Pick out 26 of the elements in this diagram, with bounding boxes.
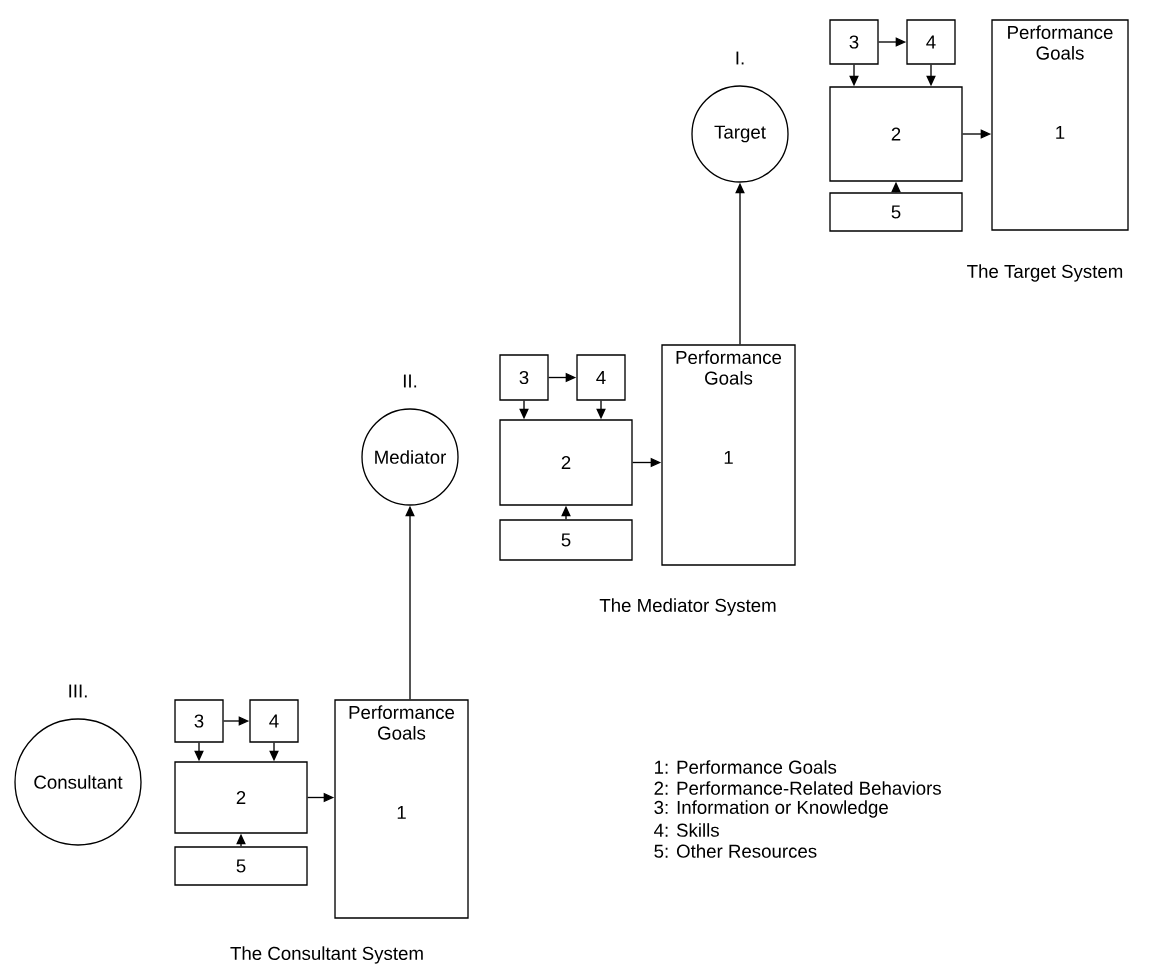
numbered-box: 5 (174, 846, 308, 886)
numbered-box: 4 (906, 19, 956, 65)
numbered-box: 3 (499, 354, 549, 401)
key-text: 4: Skills (654, 823, 719, 837)
numbered-box: 5 (829, 192, 963, 232)
numbered-box: 2 (829, 86, 963, 182)
goals-box: Performance Goals 1 (991, 19, 1129, 231)
goals-box: Performance Goals 1 (334, 699, 469, 919)
key-text: 1: Performance Goals (655, 760, 837, 774)
roman-numeral: III. (69, 684, 87, 698)
key-text: 2: Performance-Related Behaviors (654, 781, 941, 795)
roman-numeral: I. (736, 51, 744, 65)
system-caption: The Target System (967, 264, 1123, 282)
roman-numeral: II. (403, 374, 417, 388)
numbered-box: 3 (174, 699, 224, 743)
system-caption: The Consultant System (230, 946, 423, 964)
numbered-box: 4 (249, 699, 299, 743)
key-text: 3: Information or Knowledge (654, 800, 888, 818)
numbered-box: 2 (174, 761, 308, 834)
goals-box: Performance Goals 1 (661, 344, 796, 566)
system-caption: The Mediator System (599, 598, 776, 616)
numbered-box: 4 (576, 354, 626, 401)
numbered-box: 2 (499, 419, 633, 506)
numbered-box: 3 (829, 19, 879, 65)
key-text: 5: Other Resources (654, 844, 817, 858)
numbered-box: 5 (499, 519, 633, 561)
